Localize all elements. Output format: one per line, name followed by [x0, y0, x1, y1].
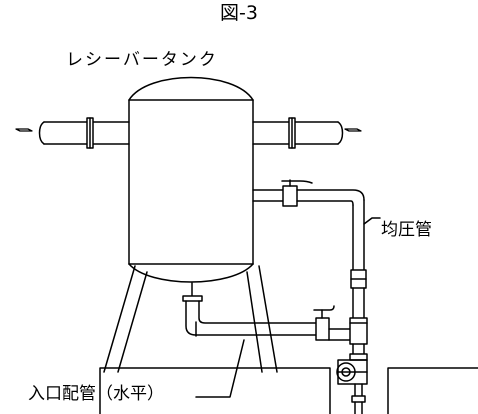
right-pipe: [252, 117, 344, 149]
flow-arrow-icon: [15, 128, 362, 132]
strainer-icon: [336, 353, 368, 414]
left-pipe: [38, 117, 130, 149]
floor-outline: [99, 367, 478, 414]
figure-title: 図-3: [220, 2, 258, 24]
inlet-pipe-label: 入口配管（水平）: [28, 384, 164, 404]
receiver-tank-label: レシーバータンク: [66, 50, 218, 70]
lower-valve-icon: [313, 305, 354, 341]
equalizer-pipe-label: 均圧管: [381, 220, 432, 240]
receiver-tank: [128, 76, 254, 283]
inlet-leader-line: [195, 339, 245, 398]
inlet-pipe: [182, 282, 319, 337]
equalizer-pipe: [349, 199, 381, 355]
upper-pipe: [252, 179, 365, 207]
tank-legs: [103, 265, 278, 373]
